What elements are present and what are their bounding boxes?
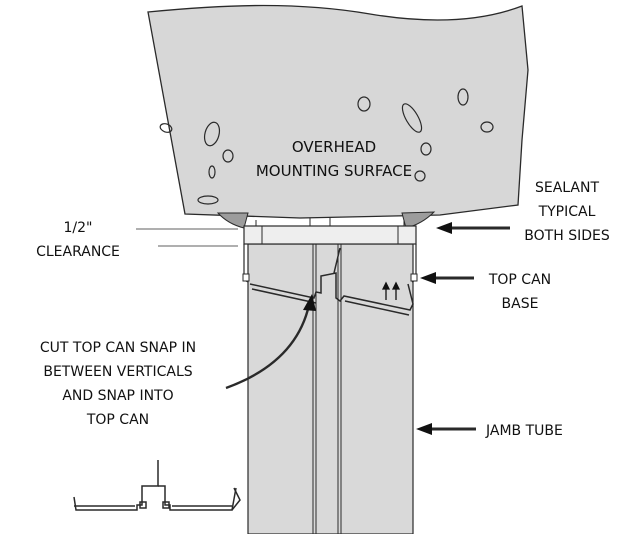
- cut-label-2: BETWEEN VERTICALS: [43, 364, 192, 380]
- top-can-label-1: TOP CAN: [488, 272, 551, 288]
- jamb-label: JAMB TUBE: [485, 423, 563, 439]
- cut-label-1: CUT TOP CAN SNAP IN: [40, 340, 196, 356]
- sealant-label-2: TYPICAL: [538, 204, 596, 220]
- top-can-snap: [249, 247, 414, 316]
- snap-profile-detail: [73, 460, 241, 511]
- cut-arrow: [225, 304, 311, 390]
- cut-label-4: TOP CAN: [86, 412, 149, 428]
- overhead-label-1: OVERHEAD: [292, 138, 376, 156]
- overhead-label-2: MOUNTING SURFACE: [256, 162, 412, 180]
- cut-label-3: AND SNAP INTO: [62, 388, 173, 404]
- sealant-label-3: BOTH SIDES: [524, 228, 610, 244]
- clearance-label-2: CLEARANCE: [36, 244, 120, 260]
- sealant-label-1: SEALANT: [535, 180, 599, 196]
- top-can-label-2: BASE: [502, 296, 539, 312]
- up-arrows: [381, 281, 401, 300]
- aggregate-pebbles: [159, 88, 494, 205]
- clearance-label-1: 1/2": [64, 220, 93, 236]
- overhead-surface: [147, 4, 529, 219]
- top-can-base: [243, 225, 417, 245]
